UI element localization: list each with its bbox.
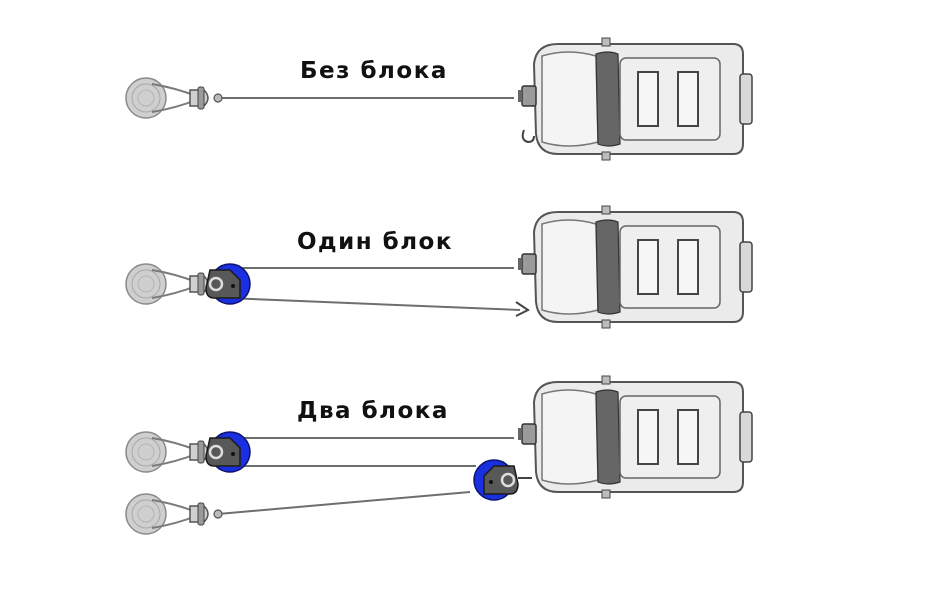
scenario-no-block bbox=[125, 37, 753, 161]
snatch-block-car-icon bbox=[472, 458, 520, 502]
scenario-two-blocks bbox=[125, 375, 753, 535]
scenario-label-two-blocks: Два блока bbox=[297, 398, 449, 424]
scenario-one-block bbox=[125, 205, 753, 329]
winch-cable-lower bbox=[217, 491, 471, 515]
tree-anchor-icon bbox=[125, 263, 167, 305]
tree-anchor-lower-icon bbox=[125, 493, 167, 535]
suv-icon bbox=[517, 375, 753, 499]
scenario-label-no-block: Без блока bbox=[300, 58, 448, 84]
scenario-label-one-block: Один блок bbox=[297, 229, 453, 255]
tree-anchor-upper-icon bbox=[125, 431, 167, 473]
tow-hook-icon bbox=[521, 129, 535, 144]
suv-icon bbox=[517, 205, 753, 329]
suv-icon bbox=[517, 37, 753, 161]
snatch-block-icon bbox=[204, 262, 252, 306]
tow-hook-icon bbox=[515, 301, 530, 317]
tree-anchor-icon bbox=[125, 77, 167, 119]
winch-cable-lower bbox=[225, 297, 521, 311]
snatch-block-upper-icon bbox=[204, 430, 252, 474]
